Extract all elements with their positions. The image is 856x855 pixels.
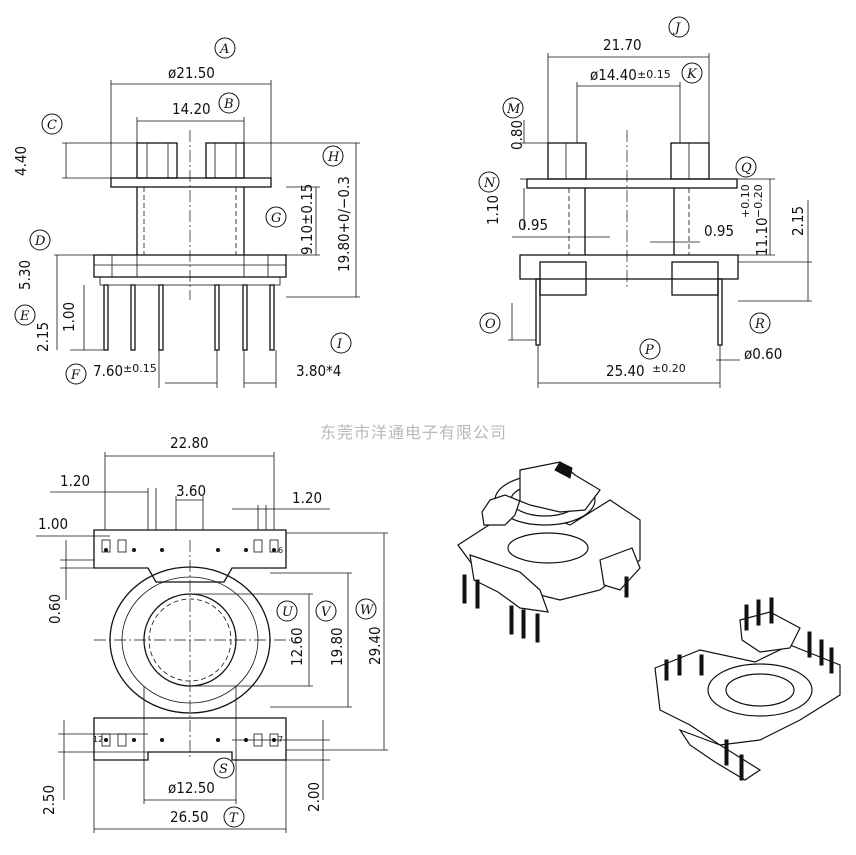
svg-text:R: R: [754, 317, 765, 332]
svg-text:C: C: [47, 118, 57, 133]
callout-g: G: [265, 206, 287, 228]
dim-060: 0.60: [46, 594, 64, 624]
callout-n: N: [478, 171, 500, 193]
dim-u: 12.60: [288, 627, 306, 666]
pin-7-label: 7: [278, 735, 283, 744]
callout-circles: A B C D E F G H I J K M N O P Q R S T U …: [14, 16, 771, 828]
dim-2280: 22.80: [170, 434, 209, 452]
callout-k: K: [681, 62, 703, 84]
dim-100: 1.00: [38, 515, 68, 533]
watermark-text: 东莞市洋通电子有限公司: [320, 423, 507, 442]
svg-text:J: J: [672, 21, 681, 36]
dim-360: 3.60: [176, 482, 206, 500]
callout-q: Q: [735, 156, 757, 178]
svg-text:U: U: [282, 605, 294, 620]
dim-a: ø21.50: [168, 64, 215, 82]
svg-text:D: D: [34, 234, 46, 249]
dim-215: 2.15: [789, 206, 807, 236]
dim-p-tol: ±0.20: [652, 362, 686, 375]
callout-b: B: [218, 92, 240, 114]
dim-d: 5.30: [16, 260, 34, 290]
dim-k-tol: ±0.15: [637, 68, 671, 81]
dim-095a: 0.95: [518, 216, 548, 234]
dim-c: 4.40: [12, 146, 30, 176]
svg-text:I: I: [336, 337, 343, 352]
dim-g: 9.10±0.15: [298, 184, 316, 255]
dim-h: 19.80+0/−0.3: [335, 176, 353, 272]
dim-r: ø0.60: [744, 345, 782, 363]
svg-text:F: F: [70, 368, 81, 383]
dim-f-tol: ±0.15: [123, 362, 157, 375]
dim-k: ø14.40: [590, 66, 637, 84]
pin-12-label: 12: [93, 735, 103, 744]
dim-w: 29.40: [366, 626, 384, 665]
svg-text:K: K: [686, 67, 698, 82]
svg-text:E: E: [19, 309, 30, 324]
svg-text:T: T: [229, 811, 239, 826]
dim-m: 0.80: [508, 120, 526, 150]
callout-a: A: [214, 37, 236, 59]
callout-i: I: [330, 332, 352, 354]
callout-o: O: [479, 312, 501, 334]
callout-j: J: [668, 16, 690, 38]
callout-w: W: [355, 598, 377, 620]
dim-120b: 1.20: [292, 489, 322, 507]
dim-s: ø12.50: [168, 779, 215, 797]
dim-j: 21.70: [603, 36, 642, 54]
side-view: 21.70 ø14.40 ±0.15 0.80 1.10 0.95 0.95 1…: [484, 36, 812, 388]
dim-i: 3.80*4: [296, 362, 341, 380]
dim-v: 19.80: [328, 627, 346, 666]
dim-p: 25.40: [606, 362, 645, 380]
dim-f: 7.60: [93, 362, 123, 380]
dim-250: 2.50: [40, 785, 58, 815]
dim-q: 11.10: [753, 217, 771, 256]
svg-text:V: V: [321, 605, 332, 620]
svg-text:S: S: [219, 762, 228, 777]
callout-v: V: [315, 600, 337, 622]
callout-p: P: [639, 338, 661, 360]
svg-text:A: A: [219, 42, 229, 57]
dim-q-tol-dn: −0.20: [752, 184, 765, 218]
isometric-view-1: [457, 461, 641, 643]
callout-s: S: [213, 757, 235, 779]
svg-text:H: H: [327, 150, 340, 165]
isometric-view-2: [654, 597, 841, 781]
pin-6-label: 6: [278, 546, 283, 555]
svg-text:P: P: [644, 343, 654, 358]
callout-c: C: [41, 113, 63, 135]
svg-text:G: G: [271, 211, 281, 226]
dim-e2: 2.15: [34, 322, 52, 352]
svg-text:B: B: [223, 97, 234, 112]
dim-e1: 1.00: [60, 302, 78, 332]
svg-text:Q: Q: [741, 161, 752, 176]
top-view: 6 7 12 22.80 1.20 3.60 1.20 1.00 0.60 12…: [36, 434, 388, 833]
callout-e: E: [14, 304, 36, 326]
callout-h: H: [322, 145, 344, 167]
callout-f: F: [65, 363, 87, 385]
front-view: ø21.50 14.20 4.40 5.30 1.00 2.15 7.60 ±0…: [12, 64, 360, 388]
callout-m: M: [502, 97, 524, 119]
callout-d: D: [29, 229, 51, 251]
callout-r: R: [749, 312, 771, 334]
dim-095b: 0.95: [704, 222, 734, 240]
callout-u: U: [276, 600, 298, 622]
dim-t: 26.50: [170, 808, 209, 826]
dim-120a: 1.20: [60, 472, 90, 490]
svg-text:O: O: [485, 317, 496, 332]
svg-text:N: N: [483, 176, 496, 191]
dim-n: 1.10: [484, 195, 502, 225]
dim-200: 2.00: [305, 782, 323, 812]
svg-text:W: W: [360, 603, 375, 618]
callout-t: T: [223, 806, 245, 828]
dim-b: 14.20: [172, 100, 211, 118]
svg-text:M: M: [506, 102, 521, 117]
dim-q-tol-up: +0.10: [739, 184, 752, 218]
